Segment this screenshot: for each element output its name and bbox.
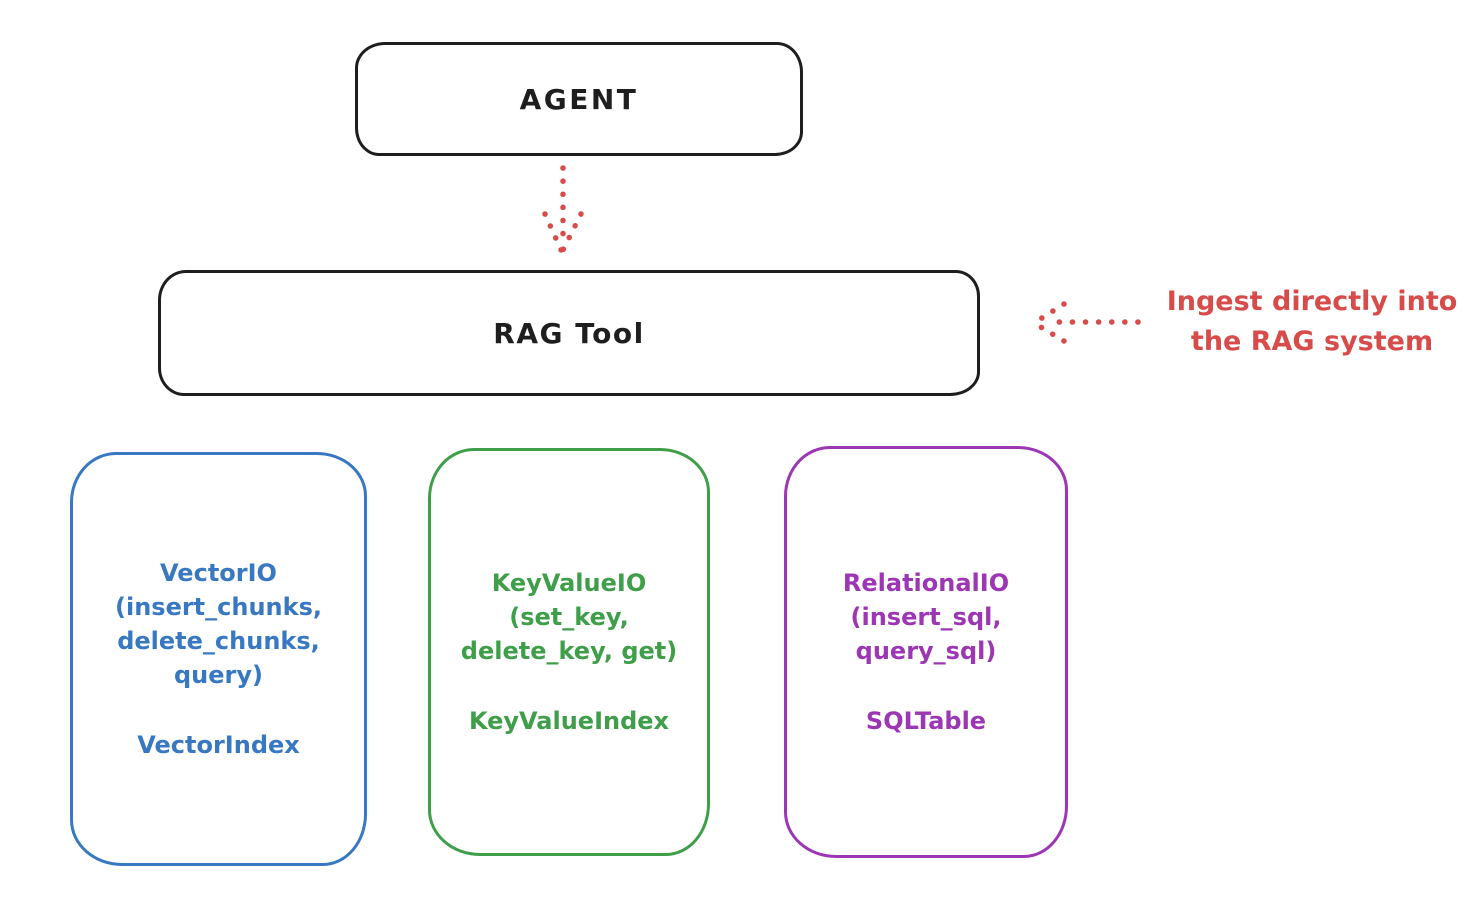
- relational-io-methods-line: (insert_sql,: [850, 602, 1002, 631]
- keyvalue-index-label: KeyValueIndex: [468, 707, 670, 736]
- keyvalue-io-methods-line: delete_key, get): [460, 637, 678, 665]
- keyvalue-io-node: KeyValueIO (set_key, delete_key, get) Ke…: [428, 448, 710, 856]
- ingest-annotation-line2: the RAG system: [1190, 325, 1434, 357]
- keyvalue-io-methods-line: (set_key,: [509, 602, 629, 631]
- agent-to-ragtool-arrow: [542, 165, 584, 255]
- keyvalue-io-title: KeyValueIO: [491, 568, 647, 597]
- sql-table-label: SQLTable: [865, 707, 987, 736]
- vector-io-node: VectorIO (insert_chunks, delete_chunks, …: [70, 452, 367, 866]
- vector-io-methods-line: query): [174, 661, 263, 690]
- rag-tool-node: RAG Tool: [158, 270, 980, 396]
- vector-io-methods-line: (insert_chunks,: [115, 592, 322, 621]
- rag-tool-label: RAG Tool: [493, 316, 645, 350]
- ingest-annotation: Ingest directly into the RAG system: [1140, 282, 1484, 362]
- relational-io-methods-line: query_sql): [855, 637, 997, 665]
- vector-io-title: VectorIO: [160, 558, 277, 587]
- relational-io-title: RelationalIO: [842, 568, 1010, 597]
- annotation-to-ragtool-arrow: [1031, 301, 1141, 344]
- relational-io-node: RelationalIO (insert_sql, query_sql) SQL…: [784, 446, 1068, 858]
- ingest-annotation-line1: Ingest directly into: [1166, 286, 1458, 317]
- agent-label: AGENT: [519, 82, 639, 116]
- agent-node: AGENT: [355, 42, 803, 156]
- vector-io-methods-line: delete_chunks,: [117, 626, 320, 655]
- vector-index-label: VectorIndex: [137, 731, 300, 760]
